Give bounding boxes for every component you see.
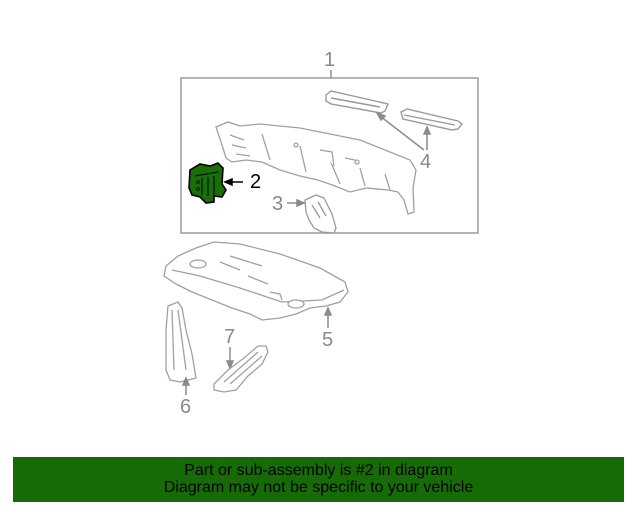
part-2-bracket-highlighted[interactable] bbox=[188, 162, 227, 204]
part-7-arrow bbox=[225, 347, 235, 370]
callout-7[interactable]: 7 bbox=[224, 326, 236, 348]
part-info-banner: Part or sub-assembly is #2 in diagram Di… bbox=[13, 457, 624, 502]
part-6-pillar-brace[interactable] bbox=[165, 301, 197, 383]
callout-1[interactable]: 1 bbox=[324, 49, 336, 71]
part-5-arrow bbox=[323, 306, 333, 328]
callout-2[interactable]: 2 bbox=[250, 171, 262, 193]
banner-line-disclaimer: Diagram may not be specific to your vehi… bbox=[163, 479, 474, 496]
part-2-arrow bbox=[223, 177, 243, 187]
callout-4[interactable]: 4 bbox=[420, 151, 432, 173]
part-1-rear-panel[interactable] bbox=[215, 121, 417, 215]
part-7-side-brace[interactable] bbox=[213, 345, 269, 393]
banner-line-part-number: Part or sub-assembly is #2 in diagram bbox=[184, 462, 453, 479]
callout-5[interactable]: 5 bbox=[322, 329, 334, 351]
callout-6[interactable]: 6 bbox=[180, 396, 192, 418]
part-3-small-bracket[interactable] bbox=[304, 194, 337, 234]
part-6-arrow bbox=[181, 376, 191, 395]
callout-3[interactable]: 3 bbox=[272, 193, 284, 215]
part-4-strips[interactable] bbox=[325, 90, 463, 131]
part-5-package-tray[interactable] bbox=[163, 241, 349, 321]
part-4-arrows bbox=[375, 111, 432, 151]
part-3-arrow bbox=[287, 198, 306, 208]
